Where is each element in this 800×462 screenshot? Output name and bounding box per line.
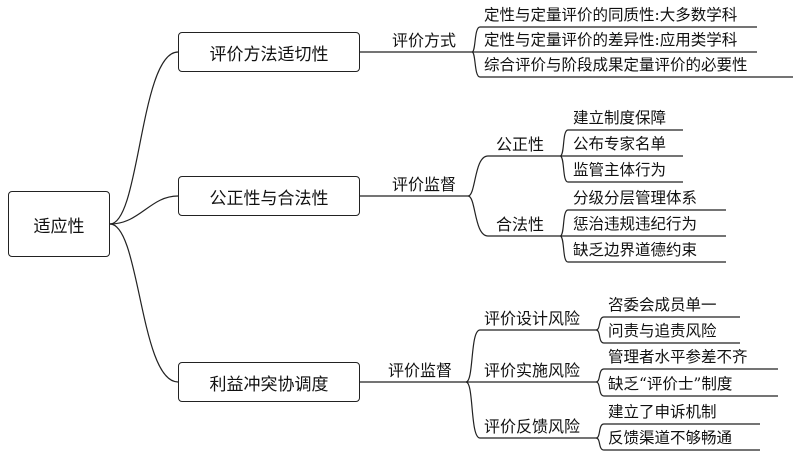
branch-label: 利益冲突协调度 <box>209 374 329 395</box>
leaf-label: 缺乏边界道德约束 <box>573 241 698 259</box>
leaf-label: 监管主体行为 <box>573 161 667 179</box>
branch-node-conflict-coordination[interactable]: 利益冲突协调度 <box>178 362 360 402</box>
leaf-label: 定性与定量评价的同质性:大多数学科 <box>484 6 738 24</box>
leaf-label: 管理者水平参差不齐 <box>608 348 748 366</box>
leaf-label: 定性与定量评价的差异性:应用类学科 <box>484 31 738 49</box>
group-label: 评价反馈风险 <box>484 417 581 436</box>
edge-connector-3-group-1 <box>465 329 481 383</box>
branch-node-method-fit[interactable]: 评价方法适切性 <box>178 32 360 72</box>
edge-root-branch-1 <box>109 51 179 225</box>
edge-connector-2-group-2 <box>467 195 489 237</box>
connector-label: 评价方式 <box>392 31 457 50</box>
edge-connector-1-leaf-3 <box>471 51 481 78</box>
branch-label: 评价方法适切性 <box>209 44 329 65</box>
leaf-label: 建立了申诉机制 <box>608 403 717 421</box>
group-label: 评价设计风险 <box>484 309 581 328</box>
leaf-label: 问责与追责风险 <box>608 322 717 340</box>
leaf-label: 分级分层管理体系 <box>573 189 698 207</box>
edge-connector-3-group-3 <box>465 381 481 439</box>
branch-label: 公正性与合法性 <box>209 188 329 209</box>
branch-node-fairness-legality[interactable]: 公正性与合法性 <box>178 176 360 216</box>
edge-connector-2-group-1 <box>467 155 489 197</box>
leaf-label: 咨委会成员单一 <box>608 296 717 314</box>
leaf-label: 建立制度保障 <box>573 109 667 127</box>
group-label: 公正性 <box>496 135 545 154</box>
leaf-label: 缺乏“评价士”制度 <box>608 375 733 393</box>
connector-label: 评价监督 <box>388 361 453 380</box>
underline-leaves-3-3 <box>604 423 760 451</box>
edge-group-2-2-leaves <box>559 209 569 263</box>
edge-group-3-2-leaves <box>595 368 605 397</box>
connector-label: 评价监督 <box>392 175 457 194</box>
group-label: 评价实施风险 <box>484 361 581 380</box>
root-node[interactable]: 适应性 <box>8 191 110 257</box>
leaf-label: 惩治违规违纪行为 <box>573 215 698 233</box>
edge-root-branch-3 <box>109 223 179 383</box>
edge-group-3-1-leaves <box>595 316 605 344</box>
edge-group-3-3-leaves <box>595 423 605 451</box>
group-label: 合法性 <box>496 215 545 234</box>
underline-leaves-3-2 <box>604 368 778 397</box>
root-label: 适应性 <box>33 216 85 237</box>
edge-connector-1-leaf-1 <box>471 26 481 53</box>
leaf-label: 反馈渠道不够畅通 <box>608 429 733 447</box>
underline-leaves-3-1 <box>604 316 740 344</box>
leaf-label: 公布专家名单 <box>573 135 667 153</box>
leaf-label: 综合评价与阶段成果定量评价的必要性 <box>484 56 748 74</box>
underline-leaves-2-2 <box>568 209 726 263</box>
underline-leaves-2-1 <box>568 129 683 183</box>
edge-root-branch-2 <box>109 195 179 225</box>
edge-group-2-1-leaves <box>559 129 569 183</box>
